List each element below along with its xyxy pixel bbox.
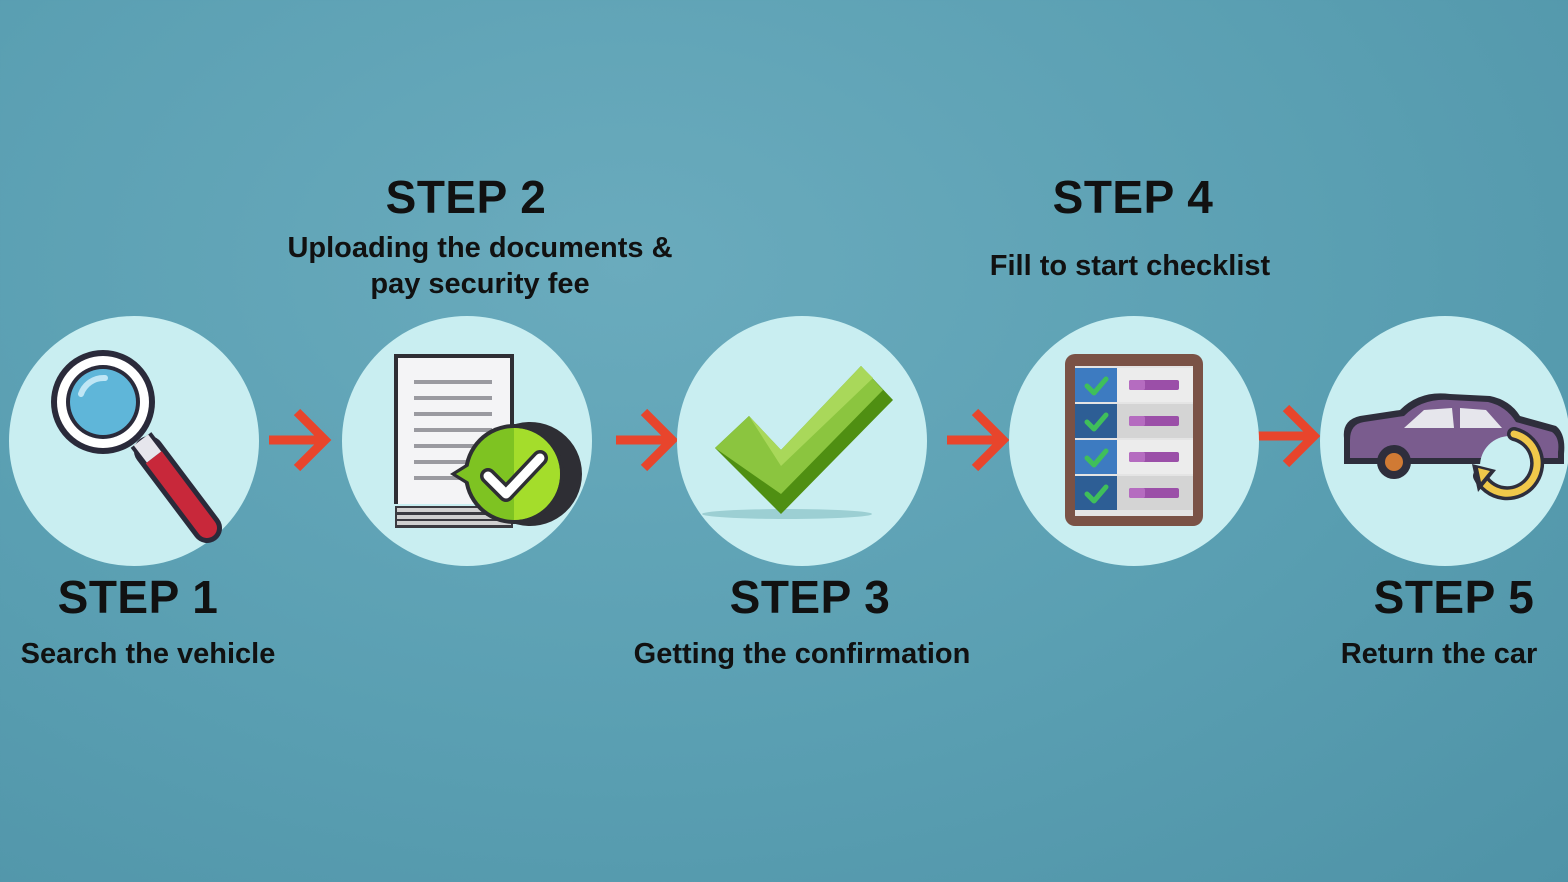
step-5-title: STEP 5 <box>1373 571 1535 623</box>
step-4-description: Fill to start checklist <box>989 250 1271 282</box>
step-4-circle <box>1009 316 1259 566</box>
step-3-title: STEP 3 <box>729 571 891 623</box>
arrow-icon <box>947 408 1010 472</box>
arrow-icon <box>1258 404 1321 468</box>
step-3-description: Getting the confirmation <box>633 638 971 670</box>
step-2-title: STEP 2 <box>385 171 547 223</box>
step-3-circle <box>677 316 927 566</box>
step-2-description-line1: Uploading the documents & <box>287 232 673 264</box>
step-1-circle <box>9 316 259 566</box>
car-return-icon <box>1343 393 1565 501</box>
step-2-description-line2: pay security fee <box>370 268 590 300</box>
magnifying-glass-icon <box>51 350 222 543</box>
document-check-icon <box>394 354 582 528</box>
step-1-description: Search the vehicle <box>20 638 276 670</box>
step-4-title: STEP 4 <box>1052 171 1214 223</box>
arrow-icon <box>616 408 679 472</box>
step-5-description: Return the car <box>1340 638 1538 670</box>
checkmark-icon <box>702 366 893 519</box>
step-1-title: STEP 1 <box>57 571 219 623</box>
step-5-circle <box>1320 316 1568 566</box>
checklist-icon <box>1065 354 1203 526</box>
step-2-circle <box>342 316 592 566</box>
arrow-icon <box>269 408 332 472</box>
